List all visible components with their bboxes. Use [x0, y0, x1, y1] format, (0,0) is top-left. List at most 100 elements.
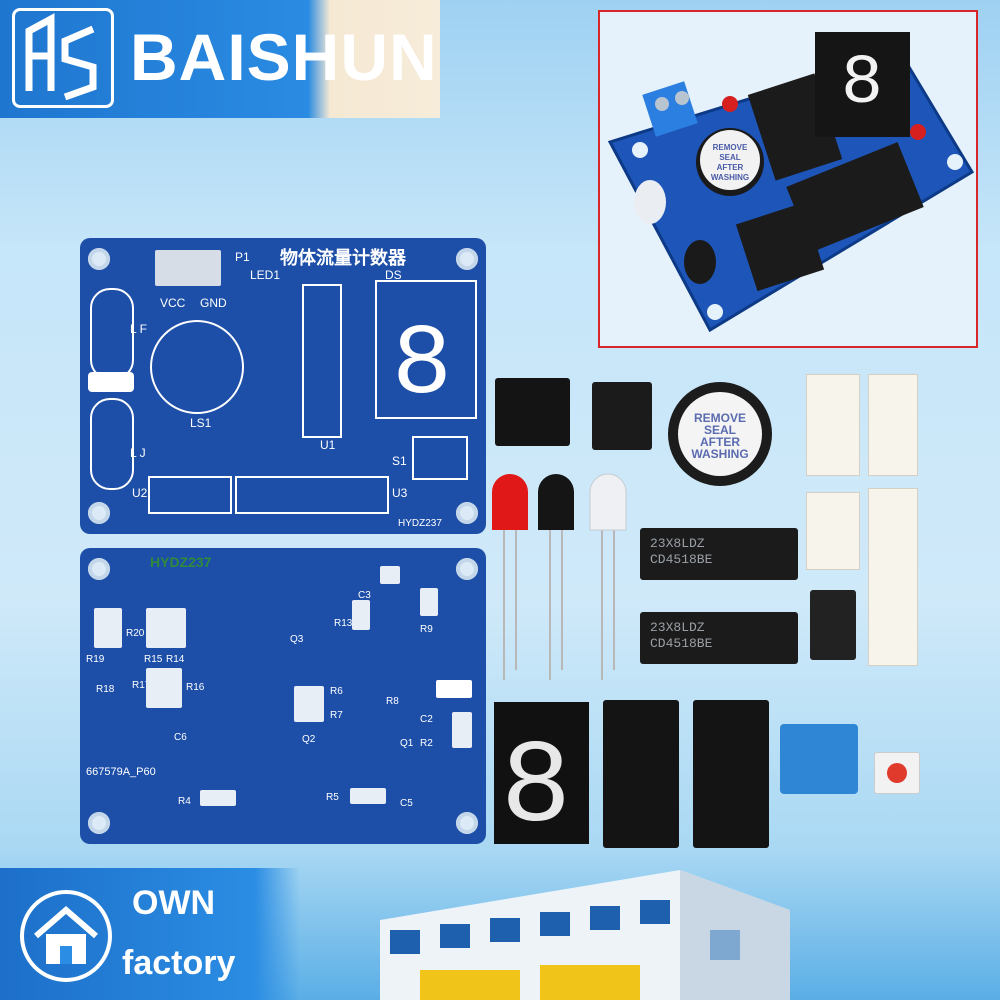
label-r17: R17 [132, 680, 151, 691]
label-u3: U3 [392, 486, 408, 500]
label-vcc: VCC [160, 296, 186, 310]
label-r18: R18 [96, 684, 115, 695]
pad [294, 686, 324, 722]
seven-segment-display: 8 [494, 702, 589, 856]
mount-hole [88, 248, 110, 270]
leds [492, 473, 627, 680]
label-r14: R14 [166, 654, 185, 665]
svg-text:WASHING: WASHING [711, 173, 749, 182]
factory-building-icon [380, 870, 790, 1000]
mount-hole [88, 812, 110, 834]
label-r19: R19 [86, 654, 105, 665]
svg-text:8: 8 [392, 310, 452, 417]
footer-line2: factory [122, 944, 236, 982]
lj-footprint [90, 398, 134, 490]
house-icon [20, 890, 112, 982]
pad [380, 566, 400, 584]
mount-hole [456, 558, 478, 580]
board-title: 物体流量计数器 [280, 248, 406, 268]
pad [146, 668, 182, 708]
back-model: HYDZ237 [150, 554, 212, 570]
label-r5: R5 [326, 792, 339, 803]
label-c3: C3 [358, 590, 371, 601]
ic-socket-8pin [495, 378, 570, 446]
pcb-front: 物体流量计数器 P1 LED1 VCC GND DS LS1 U1 U2 U3 … [80, 238, 486, 534]
transistor-strip [810, 590, 856, 660]
assembled-board-inset: REMOVE SEAL AFTER WASHING 8 [598, 10, 978, 348]
footer-line1: OWN [132, 884, 216, 922]
button-cap [887, 763, 907, 783]
chip-part: CD4518BE [650, 636, 713, 651]
label-r8: R8 [386, 696, 399, 707]
chip-code: 23X8LDZ [650, 620, 705, 635]
label-r4: R4 [178, 796, 191, 807]
label-r20: R20 [126, 628, 145, 639]
brand-header: BAISHUN [0, 0, 440, 118]
smd-strip [806, 374, 860, 476]
label-c2: C2 [420, 714, 433, 725]
ic-socket-16pin [603, 700, 679, 848]
label-r6: R6 [330, 686, 343, 697]
svg-text:8: 8 [841, 45, 883, 124]
buzzer-text-4: WASHING [691, 447, 749, 461]
mount-hole [456, 812, 478, 834]
ic-8pin [592, 382, 652, 450]
svg-text:REMOVE: REMOVE [713, 143, 748, 152]
pad [350, 788, 386, 804]
buzzer-text-3: AFTER [700, 435, 740, 449]
lf-footprint [90, 288, 134, 380]
pad [452, 712, 472, 748]
board-model: HYDZ237 [398, 518, 442, 529]
mount-hole [456, 502, 478, 524]
label-ls1: LS1 [190, 416, 212, 430]
label-q1: Q1 [400, 738, 414, 749]
label-gnd: GND [200, 296, 227, 310]
label-c6: C6 [174, 732, 187, 743]
u2-footprint [148, 476, 232, 514]
buzzer-text-1: REMOVE [693, 411, 746, 425]
label-ds: DS [385, 268, 402, 282]
back-code: 667579A_P60 [86, 766, 156, 778]
brand-name: BAISHUN [130, 20, 438, 94]
smd-strip [868, 374, 918, 476]
chip-part: CD4518BE [650, 552, 713, 567]
label-p1: P1 [235, 250, 250, 264]
label-q3: Q3 [290, 634, 304, 645]
cutout [436, 680, 472, 698]
label-led1: LED1 [250, 268, 281, 282]
buzzer: REMOVE SEAL AFTER WASHING [678, 392, 762, 476]
label-s1: S1 [392, 454, 407, 468]
cutout [88, 372, 134, 392]
chip-code: 23X8LDZ [650, 536, 705, 551]
baishun-logo-icon [12, 8, 114, 108]
pad [352, 600, 370, 630]
label-r15: R15 [144, 654, 163, 665]
mount-hole [88, 502, 110, 524]
ic-socket-16pin [693, 700, 769, 848]
u1-footprint [302, 284, 342, 438]
ic-cd4518-top: 23X8LDZ CD4518BE [640, 528, 798, 580]
pad [94, 608, 122, 648]
buzzer-text-2: SEAL [703, 423, 736, 437]
mount-hole [88, 558, 110, 580]
buzzer-footprint [150, 320, 244, 414]
pad [146, 608, 186, 648]
label-q2: Q2 [302, 734, 316, 745]
label-r9: R9 [420, 624, 433, 635]
pad [200, 790, 236, 806]
label-u2: U2 [132, 486, 148, 500]
label-r7: R7 [330, 710, 343, 721]
svg-text:8: 8 [501, 723, 572, 844]
smd-strip [806, 492, 860, 570]
push-button [874, 752, 920, 794]
svg-text:SEAL: SEAL [719, 153, 740, 162]
pcb-back: HYDZ237 667579A_P60 C3 R13 R9 Q3 R20 R19… [80, 548, 486, 844]
terminal-block [780, 724, 858, 794]
ic-cd4518-bottom: 23X8LDZ CD4518BE [640, 612, 798, 664]
u3-footprint [235, 476, 389, 514]
smd-strip [868, 488, 918, 666]
svg-text:AFTER: AFTER [717, 163, 744, 172]
label-u1: U1 [320, 438, 336, 452]
label-r13: R13 [334, 618, 353, 629]
mount-hole [456, 248, 478, 270]
